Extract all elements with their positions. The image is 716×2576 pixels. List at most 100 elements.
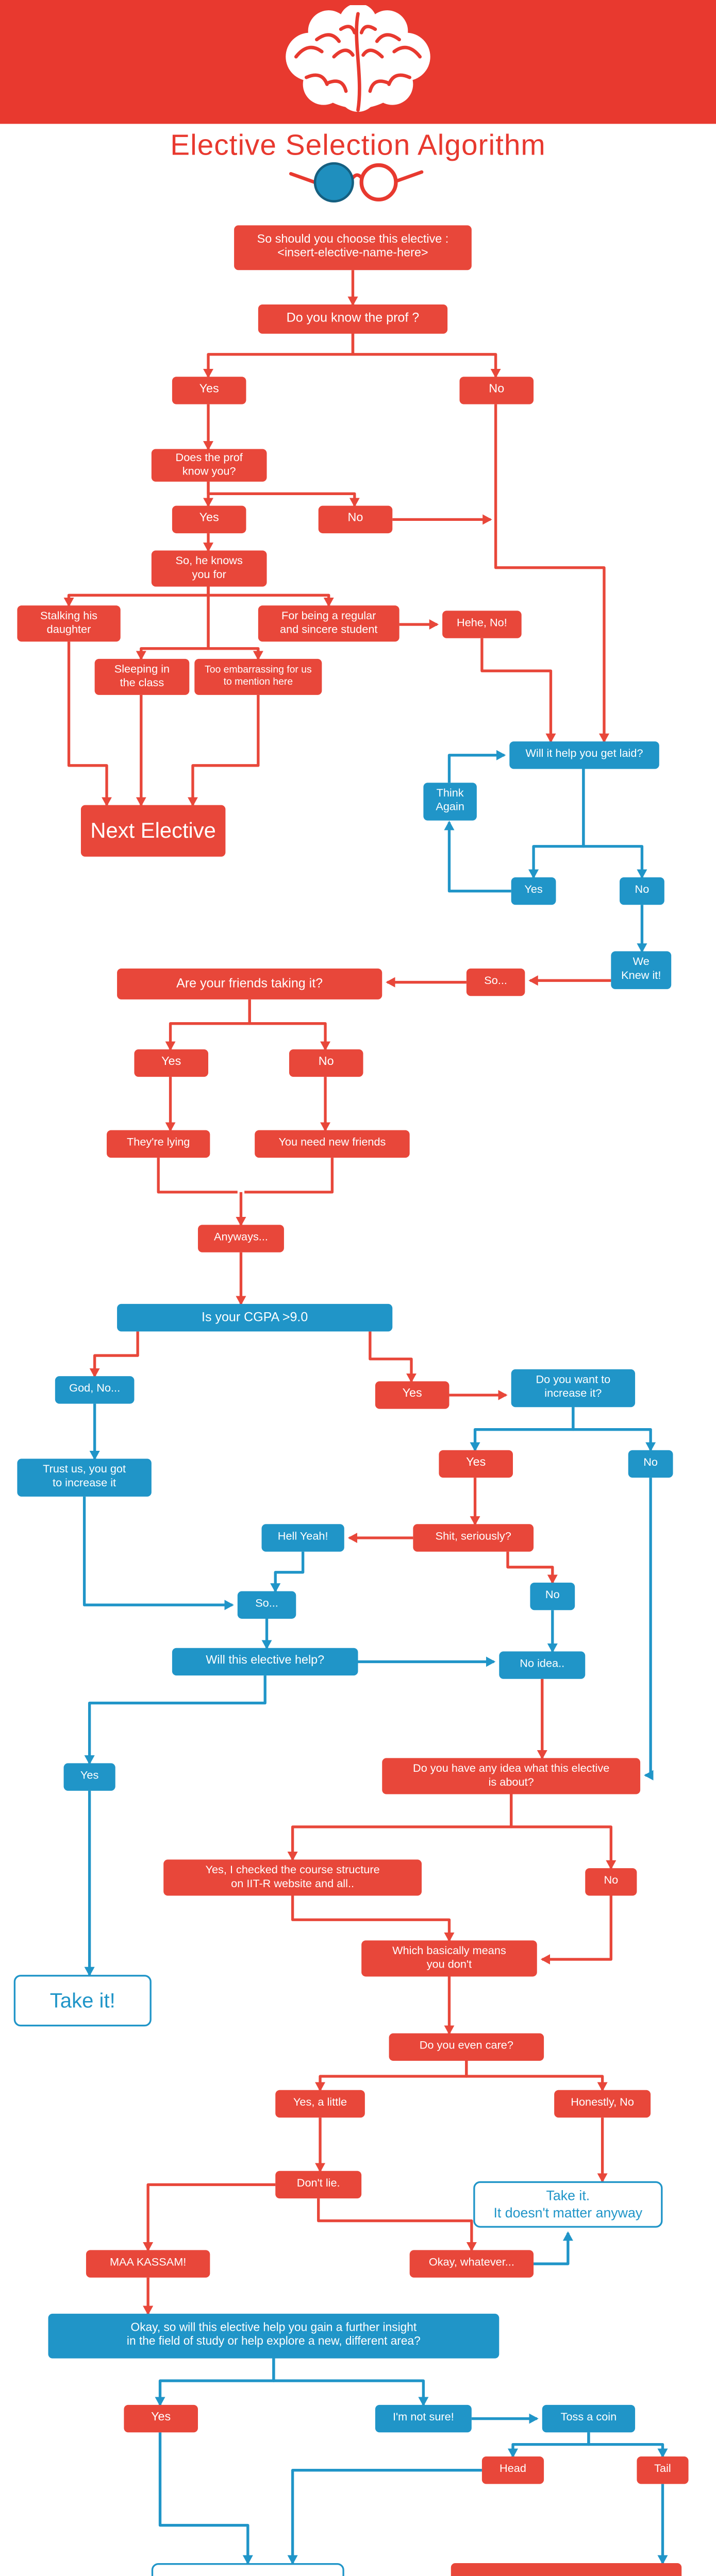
flow-node-toss-coin: Toss a coin — [542, 2404, 636, 2433]
flow-node-next-elective-1: Next Elective — [80, 805, 226, 857]
flow-node-hehe-no: Hehe, No! — [442, 611, 522, 638]
flow-edge — [317, 2198, 477, 2252]
flow-node-dont-lie: Don't lie. — [275, 2171, 362, 2199]
flow-edge — [207, 586, 334, 607]
flow-edge — [155, 2358, 275, 2406]
flow-node-yes-insight: Yes — [124, 2404, 198, 2433]
flow-node-no-laid: No — [620, 877, 664, 905]
flow-node-yes-little: Yes, a little — [275, 2090, 365, 2118]
flow-edge — [506, 1551, 558, 1584]
flow-node-next-elective-2: Next Elective — [451, 2563, 682, 2576]
flow-edge — [444, 821, 511, 893]
flow-edge — [187, 694, 260, 807]
flow-edge — [507, 2432, 590, 2459]
flow-node-yes-prof-knows: Yes — [172, 505, 246, 534]
flow-edge — [315, 2061, 468, 2092]
flow-edge — [644, 1478, 654, 1781]
flow-node-head: Head — [481, 2456, 544, 2484]
flow-node-not-sure: I'm not sure! — [375, 2404, 472, 2433]
flow-edge — [158, 2432, 253, 2565]
flow-node-new-friends: You need new friends — [255, 1130, 410, 1158]
flow-node-think-again: Think Again — [423, 783, 477, 821]
flow-node-we-knew-it: We Knew it! — [611, 951, 672, 989]
flow-node-okay-whatever: Okay, whatever... — [409, 2250, 534, 2278]
flow-node-q-cgpa: Is your CGPA >9.0 — [117, 1303, 393, 1332]
flow-edge — [207, 586, 263, 660]
flow-edge — [494, 404, 609, 743]
flow-node-q-get-laid: Will it help you get laid? — [509, 741, 659, 769]
flow-node-which-means: Which basically means you don't — [361, 1940, 537, 1977]
flow-edge — [244, 1158, 334, 1194]
flow-node-shit-seriously: Shit, seriously? — [413, 1524, 534, 1552]
flow-node-take-it-anyway: Take it. It doesn't matter anyway — [473, 2181, 663, 2228]
flow-node-anyways: Anyways... — [197, 1225, 284, 1252]
flow-edge — [540, 1895, 612, 1965]
flow-node-regular-student: For being a regular and sincere student — [258, 605, 399, 642]
flow-edge — [351, 332, 501, 379]
flow-edge — [248, 999, 331, 1051]
flow-edge — [447, 750, 506, 783]
flow-node-take-it-1: Take it! — [13, 1975, 152, 2027]
flow-edge — [63, 586, 210, 607]
flow-node-q-prof-know-you: Does the prof know you? — [151, 449, 267, 482]
flow-edge — [572, 1407, 656, 1452]
flow-node-maa-kassam: MAA KASSAM! — [86, 2250, 210, 2278]
flow-node-embarrassing: Too embarrassing for us to mention here — [194, 658, 322, 695]
flow-node-tail: Tail — [637, 2456, 689, 2484]
flow-node-checked-course: Yes, I checked the course structure on I… — [163, 1859, 422, 1896]
flow-node-q-choose: So should you choose this elective : <in… — [234, 225, 472, 270]
flow-node-q-insight: Okay, so will this elective help you gai… — [48, 2313, 499, 2359]
flow-edge — [465, 2061, 608, 2092]
flow-node-sleeping: Sleeping in the class — [94, 658, 190, 695]
flow-node-no-friends: No — [289, 1049, 363, 1077]
flow-edge — [84, 1675, 267, 1765]
flow-node-knows-you-for: So, he knows you for — [151, 550, 267, 587]
flow-edge — [287, 1794, 513, 1861]
flow-edge — [480, 638, 556, 743]
flow-edge — [470, 1407, 575, 1452]
flow-edge — [143, 2183, 276, 2252]
flow-node-q-increase: Do you want to increase it? — [511, 1369, 636, 1408]
flow-node-no-prof-knows: No — [318, 505, 393, 534]
flow-node-trust-us: Trust us, you got to increase it — [17, 1459, 152, 1497]
flow-node-so-1: So... — [466, 968, 525, 996]
flow-node-stalking: Stalking his daughter — [17, 605, 121, 642]
flow-node-q-know-prof: Do you know the prof ? — [258, 304, 448, 334]
flow-edge — [291, 1895, 455, 1942]
flow-edge — [582, 769, 647, 879]
flow-edge — [165, 999, 251, 1051]
flow-node-no-serious: No — [530, 1582, 575, 1611]
flow-edge — [67, 641, 112, 807]
glasses-icon — [282, 158, 434, 206]
flow-edge — [207, 481, 360, 507]
flow-edge — [528, 769, 585, 879]
flow-edge — [287, 2469, 482, 2565]
flow-node-no-idea: No idea.. — [499, 1651, 586, 1679]
flow-edge — [509, 1794, 617, 1870]
flow-node-hell-yeah: Hell Yeah! — [261, 1524, 344, 1552]
flow-edge — [203, 332, 355, 379]
flow-edge — [270, 1551, 305, 1593]
flow-node-no-increase: No — [628, 1450, 673, 1478]
flow-node-take-it-final: Take it! — [151, 2563, 344, 2576]
flow-node-no-2: No — [585, 1868, 637, 1896]
flow-node-yes-laid: Yes — [511, 877, 556, 905]
brain-icon — [286, 5, 430, 112]
flow-edge — [89, 1331, 139, 1378]
flow-edge — [534, 2231, 573, 2265]
flow-node-theyre-lying: They're lying — [107, 1130, 210, 1158]
flow-node-yes-cgpa: Yes — [375, 1381, 449, 1409]
flow-node-q-elective-help: Will this elective help? — [172, 1648, 358, 1676]
header-banner — [0, 0, 716, 124]
flow-node-god-no: God, No... — [55, 1376, 135, 1404]
flow-edge — [587, 2432, 668, 2459]
flow-node-q-any-idea: Do you have any idea what this elective … — [382, 1758, 641, 1794]
flow-node-honestly-no: Honestly, No — [554, 2090, 651, 2118]
flow-edge — [82, 1496, 234, 1611]
flow-node-yes-friends: Yes — [134, 1049, 209, 1077]
flow-edge — [136, 586, 210, 660]
page-title: Elective Selection Algorithm — [170, 129, 546, 162]
flow-edge — [157, 1158, 238, 1194]
